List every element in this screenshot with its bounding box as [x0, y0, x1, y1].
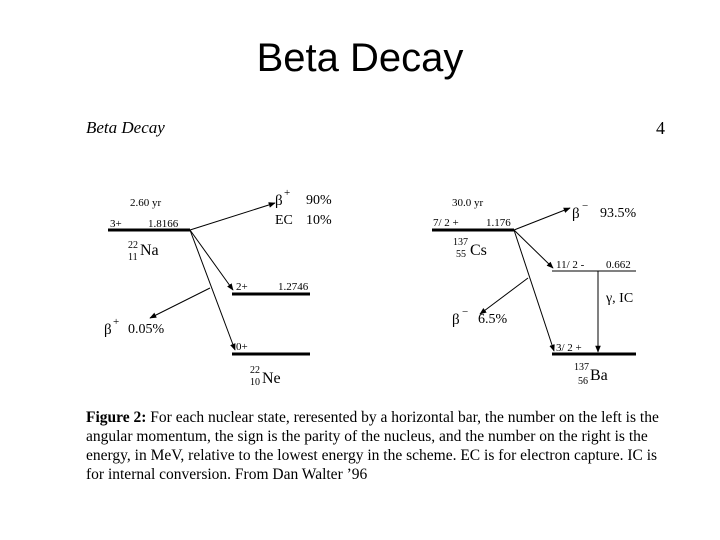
cs137-to-ground-arrow: [513, 229, 555, 352]
na22-atomic-number: 11: [128, 252, 138, 263]
cs137-beta-minus-upper-arrow: [513, 207, 571, 231]
ne22-excited-spin: 2+: [236, 281, 248, 293]
cs137-halflife: 30.0 yr: [452, 197, 484, 209]
ba137-excited-energy: 0.662: [606, 259, 631, 271]
na22-beta-upper-pct: 90%: [306, 193, 332, 208]
slide-title: Beta Decay: [256, 36, 464, 80]
ba137-ground-spin: 3/ 2 +: [556, 342, 582, 354]
ne22-element: Ne: [262, 370, 281, 387]
na22-halflife: 2.60 yr: [130, 197, 162, 209]
figure-caption: Figure 2: For each nuclear state, rerese…: [86, 408, 676, 484]
ba137-gamma-label: γ, IC: [605, 291, 633, 306]
ba137-mass-number: 137: [574, 362, 589, 373]
cs137-beta-lower-pct: 6.5%: [478, 312, 508, 327]
ne22-excited-energy: 1.2746: [278, 281, 309, 293]
na22-beta-plus-lower-arrow: [149, 287, 211, 319]
cs137-element: Cs: [470, 242, 487, 259]
na22-element: Na: [140, 242, 159, 259]
na22-ec-label: EC: [275, 213, 293, 228]
na22-to-excited-arrow: [189, 229, 234, 291]
cs137-beta-upper-sign: −: [582, 200, 588, 212]
ne22-mass-number: 22: [250, 365, 260, 376]
ba137-excited-spin: 11/ 2 -: [556, 259, 585, 271]
cs137-decay-scheme: 30.0 yr 7/ 2 + 1.176 137 55 Cs 11/ 2 - 0…: [432, 197, 637, 387]
na22-beta-lower-sign: +: [113, 316, 119, 328]
cs137-atomic-number: 55: [456, 249, 466, 260]
cs137-beta-lower-symbol: β: [452, 312, 460, 328]
cs137-mass-number: 137: [453, 237, 468, 248]
na22-energy: 1.8166: [148, 218, 179, 230]
caption-text: For each nuclear state, reresented by a …: [86, 409, 659, 483]
na22-beta-upper-symbol: β: [275, 193, 283, 209]
na22-to-ground-arrow: [189, 229, 236, 351]
na22-ec-pct: 10%: [306, 213, 332, 228]
caption-label: Figure 2:: [86, 409, 147, 426]
na22-decay-scheme: 2.60 yr 3+ 1.8166 22 11 Na 2+ 1.2746 0+ …: [104, 187, 332, 388]
cs137-beta-lower-sign: −: [462, 306, 468, 318]
cs137-beta-minus-lower-arrow: [479, 277, 529, 315]
cs137-beta-upper-pct: 93.5%: [600, 206, 637, 221]
na22-spin: 3+: [110, 218, 122, 230]
ne22-ground-spin: 0+: [236, 341, 248, 353]
ba137-element: Ba: [590, 367, 608, 384]
page-header: Beta Decay: [86, 118, 165, 137]
na22-beta-plus-upper-arrow: [189, 202, 276, 231]
cs137-beta-upper-symbol: β: [572, 206, 580, 222]
na22-mass-number: 22: [128, 240, 138, 251]
na22-beta-upper-sign: +: [284, 187, 290, 199]
na22-beta-lower-symbol: β: [104, 322, 112, 338]
cs137-to-excited-arrow: [513, 229, 554, 269]
ne22-atomic-number: 10: [250, 377, 260, 388]
na22-beta-lower-pct: 0.05%: [128, 322, 165, 337]
cs137-spin: 7/ 2 +: [433, 217, 459, 229]
page-number: 4: [656, 118, 665, 138]
cs137-energy: 1.176: [486, 217, 511, 229]
ba137-atomic-number: 56: [578, 376, 588, 387]
